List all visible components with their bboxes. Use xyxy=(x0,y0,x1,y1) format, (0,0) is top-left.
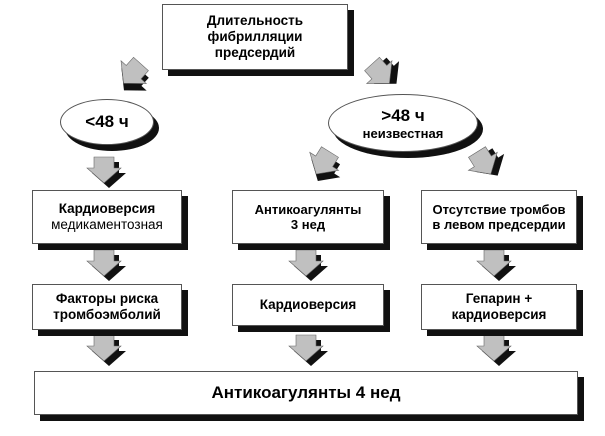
box-risk-factors-line-2: тромбоэмболий xyxy=(53,307,161,322)
box-anticoagulants-3w: Антикоагулянты 3 нед xyxy=(232,190,384,244)
box-risk-factors-line-1: Факторы риска xyxy=(55,291,159,307)
box-cardioversion: Кардиоверсия xyxy=(232,284,384,326)
box-no-thrombi-line-1: Отсутствие тромбов xyxy=(432,201,566,217)
oval-over-48h-sublabel: неизвестная xyxy=(362,125,444,141)
oval-under-48h-label: <48 ч xyxy=(85,112,129,131)
start-box: Длительность фибрилляции предсердий xyxy=(162,4,348,70)
final-box-label: Антикоагулянты 4 нед xyxy=(211,382,401,402)
start-line-2: фибрилляции xyxy=(207,29,303,45)
box-cardioversion-medical-line-2: медикаментозная xyxy=(51,217,163,232)
box-cardioversion-label: Кардиоверсия xyxy=(259,297,357,313)
arrow-down-icon xyxy=(86,334,126,366)
arrow-down-icon xyxy=(476,249,516,281)
arrow-down-right-icon xyxy=(358,52,410,96)
arrow-down-left-icon xyxy=(301,142,347,190)
arrow-down-icon xyxy=(86,249,126,281)
oval-under-48h: <48 ч xyxy=(60,99,154,145)
box-anticoagulants-3w-line-1: Антикоагулянты xyxy=(254,201,362,217)
box-heparin-cardioversion: Гепарин + кардиоверсия xyxy=(421,284,577,330)
arrow-down-right-icon xyxy=(462,142,513,185)
box-no-thrombi: Отсутствие тромбов в левом предсердии xyxy=(421,190,577,244)
start-line-3: предсердий xyxy=(214,44,296,60)
box-cardioversion-medical: Кардиоверсия медикаментозная xyxy=(32,190,182,244)
box-no-thrombi-line-2: в левом предсердии xyxy=(432,217,566,232)
start-line-1: Длительность xyxy=(206,13,304,29)
final-box: Антикоагулянты 4 нед xyxy=(34,371,578,415)
arrow-down-icon xyxy=(288,334,328,366)
box-heparin-line-1: Гепарин + xyxy=(465,291,533,307)
arrow-down-icon xyxy=(86,156,126,188)
box-risk-factors: Факторы риска тромбоэмболий xyxy=(32,284,182,330)
oval-over-48h-label: >48 ч xyxy=(381,105,425,125)
box-cardioversion-medical-line-1: Кардиоверсия xyxy=(58,201,156,217)
arrow-down-left-icon xyxy=(110,52,155,102)
box-heparin-line-2: кардиоверсия xyxy=(451,307,547,322)
oval-over-48h: >48 ч неизвестная xyxy=(328,94,478,152)
arrow-down-icon xyxy=(288,249,328,281)
box-anticoagulants-3w-line-2: 3 нед xyxy=(290,217,326,232)
arrow-down-icon xyxy=(476,334,516,366)
